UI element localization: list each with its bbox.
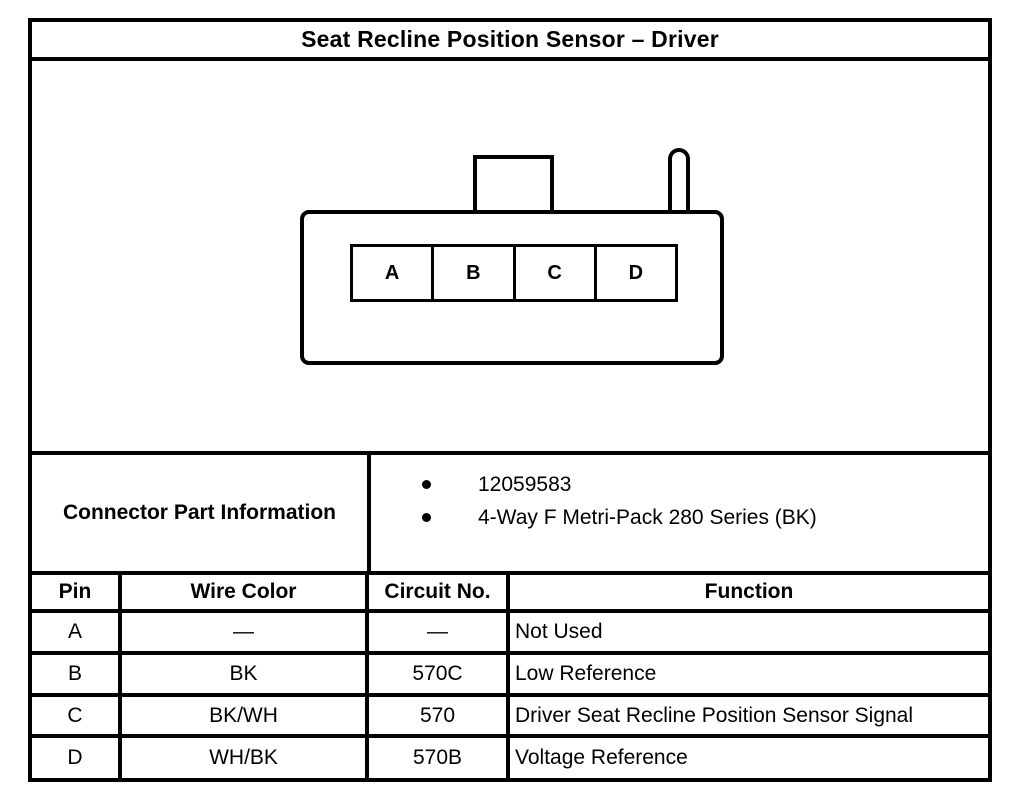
- pin-cell: B: [32, 655, 122, 697]
- wire-color-cell: BK/WH: [122, 697, 369, 738]
- circuit-no-cell: 570C: [369, 655, 510, 697]
- pin-cavity-a: A: [353, 247, 435, 299]
- function-cell: Voltage Reference: [515, 746, 688, 769]
- col-header-function: Function: [510, 575, 988, 613]
- connector-part-type: 4-Way F Metri-Pack 280 Series (BK): [478, 505, 817, 529]
- connector-part-number: 12059583: [478, 472, 572, 496]
- page-title: Seat Recline Position Sensor – Driver: [32, 22, 988, 61]
- col-header-wire-color: Wire Color: [122, 575, 369, 613]
- pin-cell: C: [32, 697, 122, 738]
- pin-cavity-b: B: [434, 247, 516, 299]
- connector-part-number-item: 12059583: [422, 468, 980, 501]
- connector-body-outline: [300, 210, 724, 365]
- connector-lock-tab: [473, 155, 554, 214]
- function-cell: Not Used: [510, 613, 988, 655]
- col-header-pin: Pin: [32, 575, 122, 613]
- wire-color-cell: BK: [122, 655, 369, 697]
- pin-table: Pin Wire Color Circuit No. Function A — …: [32, 575, 988, 778]
- pin-cell: A: [32, 613, 122, 655]
- bullet-icon: [422, 513, 431, 522]
- connector-info-panel: Seat Recline Position Sensor – Driver A …: [28, 18, 992, 782]
- connector-part-info-row: Connector Part Information 12059583 4-Wa…: [32, 455, 988, 575]
- circuit-no-cell: 570: [369, 697, 510, 738]
- pin-strip: A B C D: [350, 244, 678, 302]
- bullet-icon: [422, 480, 431, 489]
- function-cell: Low Reference: [510, 655, 988, 697]
- connector-part-info-list: 12059583 4-Way F Metri-Pack 280 Series (…: [371, 455, 988, 571]
- pin-cavity-d: D: [628, 261, 644, 284]
- pin-cavity-c: C: [516, 247, 597, 299]
- connector-part-type-item: 4-Way F Metri-Pack 280 Series (BK): [422, 501, 980, 534]
- function-cell: Driver Seat Recline Position Sensor Sign…: [510, 697, 988, 738]
- wire-color-cell: WH/BK: [122, 738, 369, 778]
- circuit-no-cell: 570B: [369, 738, 510, 778]
- connector-latch-prong: [668, 148, 690, 214]
- circuit-no-cell: —: [369, 613, 510, 655]
- pin-cell: D: [32, 738, 122, 778]
- col-header-circuit-no: Circuit No.: [369, 575, 510, 613]
- wire-color-cell: —: [122, 613, 369, 655]
- connector-part-info-label: Connector Part Information: [32, 455, 371, 571]
- connector-diagram: A B C D: [32, 61, 988, 455]
